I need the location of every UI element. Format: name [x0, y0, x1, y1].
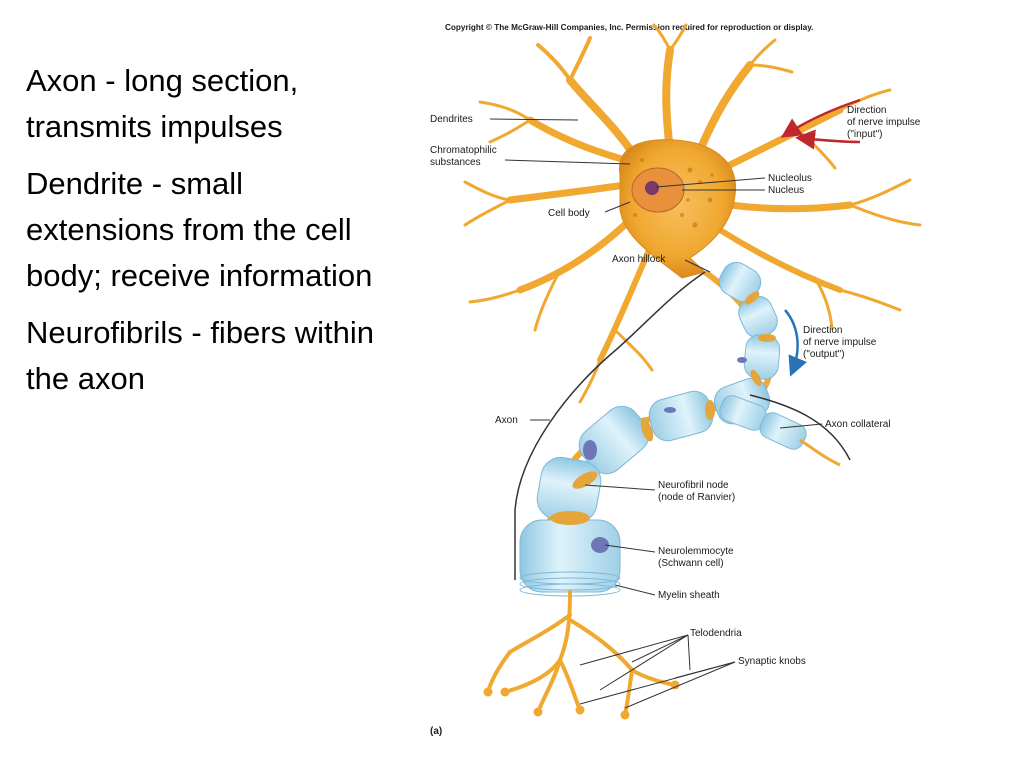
label-neurofibril-node: Neurofibril node [658, 480, 729, 491]
label-myelin-sheath: Myelin sheath [658, 590, 720, 601]
axon-definition: Axon - long section, transmits impulses [26, 63, 299, 144]
axon-bracket [514, 271, 706, 580]
synaptic-knobs [483, 680, 680, 720]
telodendria [486, 590, 677, 717]
axon [519, 261, 781, 597]
label-telodendria: Telodendria [690, 628, 742, 639]
label-schwann-cell: (Schwann cell) [658, 558, 724, 569]
label-neurolemmocyte: Neurolemmocyte [658, 546, 734, 557]
label-nucleus: Nucleus [768, 185, 804, 196]
label-axon-hillock: Axon hillock [612, 254, 666, 265]
input-arrow-1 [780, 98, 861, 138]
label-nucleolus: Nucleolus [768, 173, 812, 184]
text-panel: Axon - long section, transmits impulses … [26, 58, 386, 413]
label-axon-collateral: Axon collateral [825, 419, 891, 430]
input-arrow-2 [795, 129, 861, 150]
label-chromatophilic-2: substances [430, 157, 481, 168]
dendrites [463, 23, 922, 404]
nucleolus [645, 181, 659, 195]
panel-letter: (a) [430, 726, 442, 737]
myelin-sheath [519, 261, 781, 593]
label-cell-body: Cell body [548, 208, 590, 219]
copyright-notice: Copyright © The McGraw-Hill Companies, I… [445, 23, 813, 32]
label-axon: Axon [495, 415, 518, 426]
neurofibrils-definition: Neurofibrils - fibers within the axon [26, 315, 374, 396]
label-dendrites: Dendrites [430, 114, 473, 125]
axon-collateral [719, 395, 841, 467]
leader-lines [489, 118, 823, 709]
schwann-cell-nuclei [583, 357, 747, 553]
label-direction-output-1: Direction [803, 325, 842, 336]
dendrite-definition: Dendrite - small extensions from the cel… [26, 166, 373, 293]
label-direction-input-3: ("input") [847, 129, 882, 140]
neuron-diagram: Copyright © The McGraw-Hill Companies, I… [430, 23, 922, 737]
label-chromatophilic-1: Chromatophilic [430, 145, 497, 156]
label-direction-input-1: Direction [847, 105, 886, 116]
label-direction-output-2: of nerve impulse [803, 337, 877, 348]
label-direction-input-2: of nerve impulse [847, 117, 921, 128]
output-arrow [784, 309, 807, 377]
collateral-bracket [749, 394, 851, 461]
neurofibril-nodes [550, 291, 776, 525]
label-direction-output-3: ("output") [803, 349, 845, 360]
myelin-rings [519, 571, 621, 597]
label-node-of-ranvier: (node of Ranvier) [658, 492, 735, 503]
label-synaptic-knobs: Synaptic knobs [738, 656, 806, 667]
